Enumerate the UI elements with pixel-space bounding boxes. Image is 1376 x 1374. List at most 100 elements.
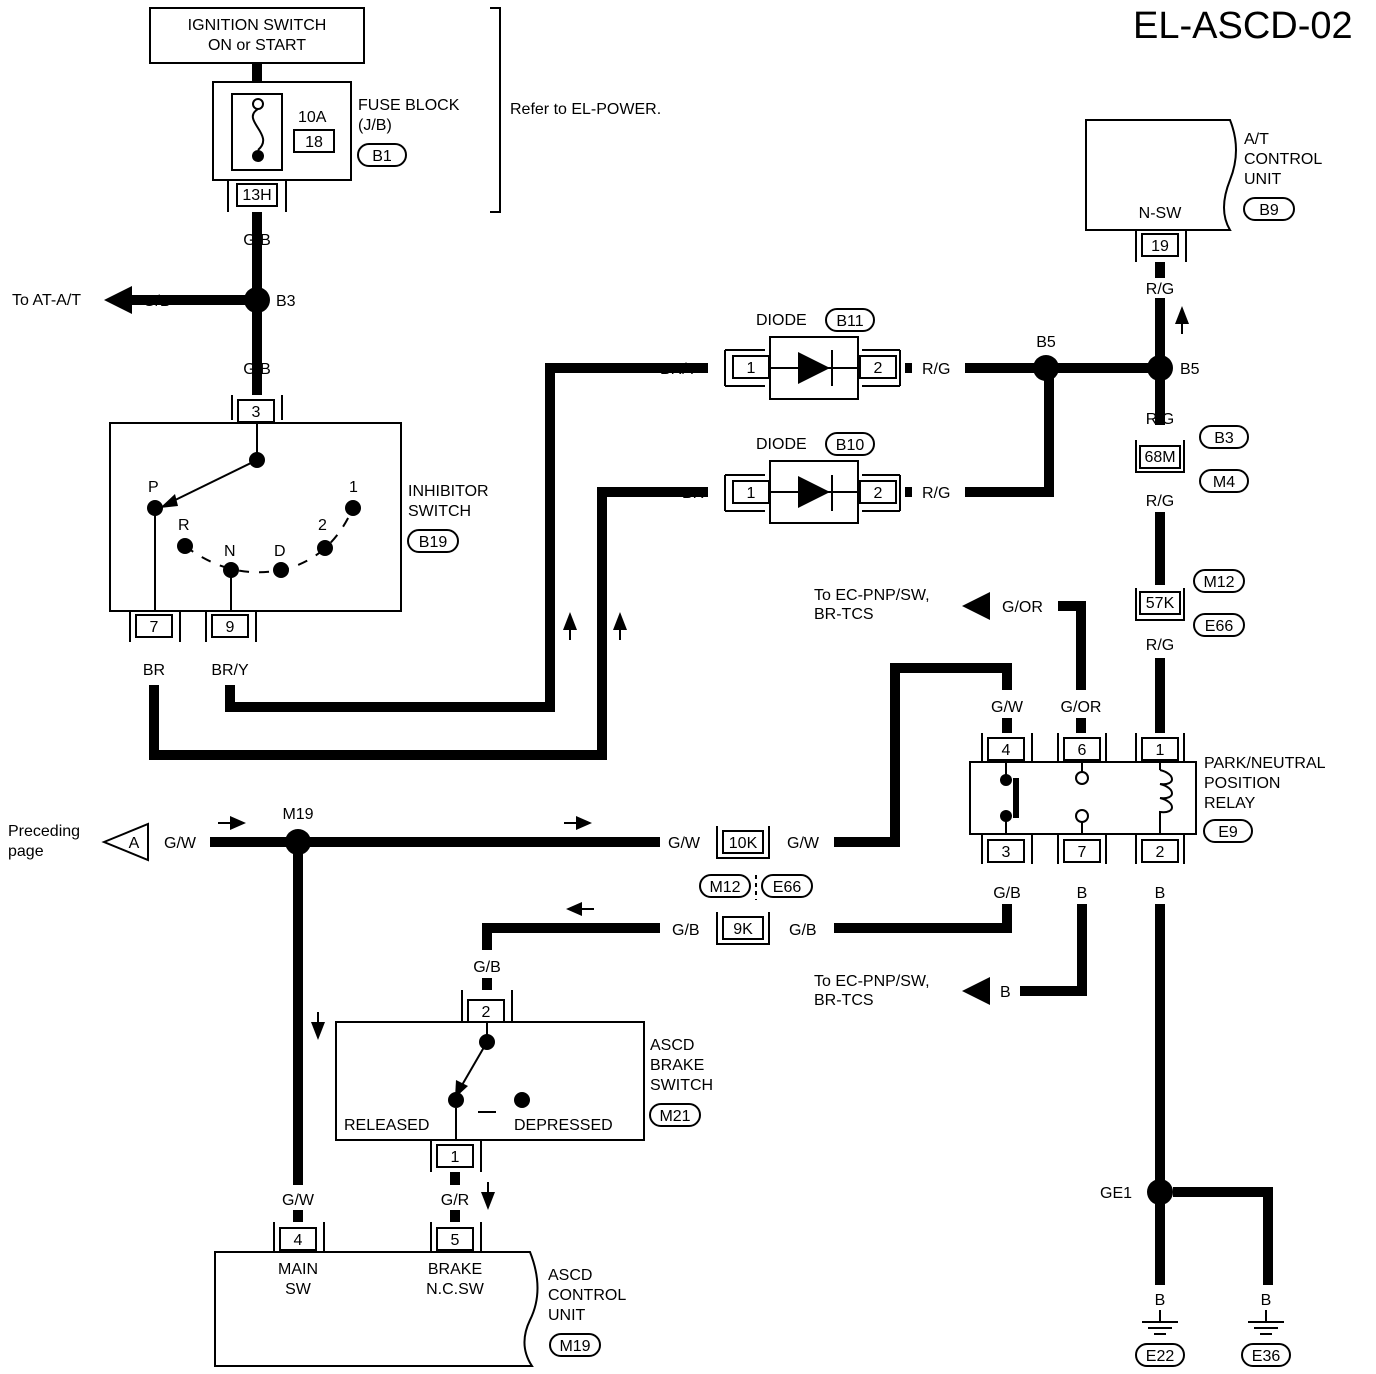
svg-text:BR: BR <box>682 485 704 502</box>
svg-text:To AT-A/T: To AT-A/T <box>12 292 81 309</box>
svg-text:B10: B10 <box>836 437 865 454</box>
svg-text:9K: 9K <box>733 921 753 938</box>
svg-text:BRAKE: BRAKE <box>650 1057 704 1074</box>
svg-text:A/T: A/T <box>1244 131 1269 148</box>
svg-text:BR: BR <box>143 662 165 679</box>
svg-text:BRAKE: BRAKE <box>428 1261 482 1278</box>
svg-text:B3: B3 <box>276 293 296 310</box>
svg-text:page: page <box>8 843 44 860</box>
svg-text:DEPRESSED: DEPRESSED <box>514 1117 613 1134</box>
svg-text:B1: B1 <box>372 148 392 165</box>
svg-text:G/B: G/B <box>473 959 501 976</box>
svg-text:13H: 13H <box>242 187 271 204</box>
svg-text:N: N <box>224 543 236 560</box>
svg-text:PARK/NEUTRAL: PARK/NEUTRAL <box>1204 755 1326 772</box>
svg-text:E66: E66 <box>773 879 802 896</box>
svg-text:E36: E36 <box>1252 1348 1281 1365</box>
svg-text:M19: M19 <box>282 806 313 823</box>
svg-text:G/OR: G/OR <box>1061 699 1102 716</box>
svg-text:B: B <box>1000 984 1011 1001</box>
svg-text:2: 2 <box>482 1004 491 1021</box>
park-neutral-relay: 4 6 1 PARK/NEUTRAL POSITION RELAY E9 3 7… <box>969 733 1326 864</box>
svg-text:IGNITION SWITCH: IGNITION SWITCH <box>188 17 327 34</box>
svg-text:R/G: R/G <box>922 361 950 378</box>
svg-text:2: 2 <box>874 485 883 502</box>
diode-b10: DIODE B10 1 2 <box>724 432 901 524</box>
svg-text:FUSE BLOCK: FUSE BLOCK <box>358 97 460 114</box>
svg-text:4: 4 <box>294 1232 303 1249</box>
svg-text:G/B: G/B <box>243 232 271 249</box>
svg-text:DIODE: DIODE <box>756 436 807 453</box>
svg-text:G/W: G/W <box>164 835 197 852</box>
svg-text:E22: E22 <box>1146 1348 1175 1365</box>
diode-b11: DIODE B11 1 2 <box>724 308 901 400</box>
ground-e22: E22 <box>1135 1310 1185 1367</box>
svg-text:ON or START: ON or START <box>208 37 306 54</box>
svg-text:D: D <box>274 543 286 560</box>
svg-text:19: 19 <box>1151 238 1169 255</box>
svg-text:57K: 57K <box>1146 595 1175 612</box>
svg-text:1: 1 <box>451 1149 460 1166</box>
svg-text:G/W: G/W <box>991 699 1024 716</box>
svg-text:M4: M4 <box>1213 474 1235 491</box>
svg-text:1: 1 <box>747 360 756 377</box>
svg-text:B9: B9 <box>1259 202 1279 219</box>
svg-text:B19: B19 <box>419 534 448 551</box>
svg-text:M12: M12 <box>709 879 740 896</box>
svg-text:1: 1 <box>1156 742 1165 759</box>
svg-text:RELEASED: RELEASED <box>344 1117 429 1134</box>
svg-text:R/G: R/G <box>1146 411 1174 428</box>
svg-text:G/B: G/B <box>143 293 171 310</box>
svg-text:SW: SW <box>285 1281 312 1298</box>
svg-text:M19: M19 <box>559 1338 590 1355</box>
ground-e36: E36 <box>1241 1310 1291 1367</box>
svg-text:G/B: G/B <box>993 885 1021 902</box>
svg-text:POSITION: POSITION <box>1204 775 1280 792</box>
svg-text:B: B <box>1077 885 1088 902</box>
svg-text:G/OR: G/OR <box>1002 599 1043 616</box>
svg-text:1: 1 <box>747 485 756 502</box>
svg-text:CONTROL: CONTROL <box>548 1287 626 1304</box>
svg-text:B: B <box>1261 1292 1272 1309</box>
svg-text:A: A <box>129 835 140 852</box>
svg-text:N.C.SW: N.C.SW <box>426 1281 485 1298</box>
svg-text:SWITCH: SWITCH <box>408 503 471 520</box>
svg-text:M12: M12 <box>1203 574 1234 591</box>
svg-text:R/G: R/G <box>1146 281 1174 298</box>
svg-text:DIODE: DIODE <box>756 312 807 329</box>
svg-text:R: R <box>178 517 190 534</box>
svg-text:B5: B5 <box>1036 334 1056 351</box>
page-code: EL-ASCD-02 <box>1133 5 1353 47</box>
svg-text:BR-TCS: BR-TCS <box>814 992 874 1009</box>
joint-connector-9k: 9K <box>716 912 770 945</box>
svg-text:B5: B5 <box>1180 361 1200 378</box>
svg-text:E66: E66 <box>1205 618 1234 635</box>
fuse-block: 10A 18 FUSE BLOCK (J/B) B1 13H <box>212 63 460 212</box>
svg-text:G/R: G/R <box>441 1192 469 1209</box>
svg-text:B: B <box>1155 885 1166 902</box>
svg-text:INHIBITOR: INHIBITOR <box>408 483 489 500</box>
svg-text:MAIN: MAIN <box>278 1261 318 1278</box>
svg-text:To EC-PNP/SW,: To EC-PNP/SW, <box>814 587 930 604</box>
svg-text:B11: B11 <box>836 313 863 330</box>
svg-text:2: 2 <box>318 517 327 534</box>
svg-text:ASCD: ASCD <box>650 1037 694 1054</box>
svg-text:B: B <box>1155 1292 1166 1309</box>
svg-text:6: 6 <box>1078 742 1087 759</box>
svg-text:18: 18 <box>305 134 323 151</box>
svg-text:N-SW: N-SW <box>1139 205 1183 222</box>
svg-text:(J/B): (J/B) <box>358 117 392 134</box>
svg-text:G/W: G/W <box>668 835 701 852</box>
joint-connector-57k: M12 57K E66 <box>1135 569 1245 637</box>
svg-text:RELAY: RELAY <box>1204 795 1256 812</box>
svg-text:CONTROL: CONTROL <box>1244 151 1322 168</box>
svg-text:ASCD: ASCD <box>548 1267 592 1284</box>
svg-text:P: P <box>148 479 159 496</box>
svg-text:SWITCH: SWITCH <box>650 1077 713 1094</box>
svg-text:To EC-PNP/SW,: To EC-PNP/SW, <box>814 973 930 990</box>
svg-text:BR/Y: BR/Y <box>211 662 249 679</box>
svg-text:R/G: R/G <box>1146 493 1174 510</box>
svg-text:UNIT: UNIT <box>1244 171 1282 188</box>
svg-text:9: 9 <box>226 619 235 636</box>
